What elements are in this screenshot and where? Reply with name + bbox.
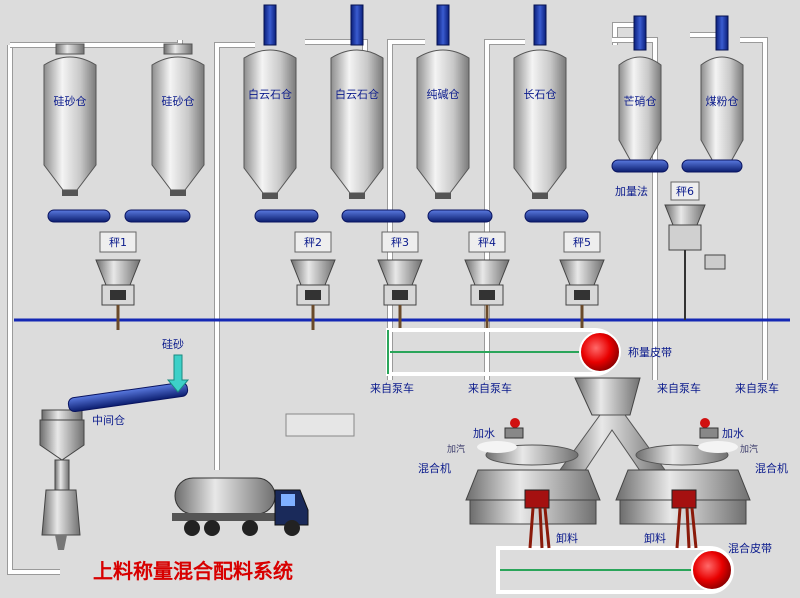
intermediate-bin-label: 中间仓 xyxy=(92,413,125,427)
silo-label: 煤粉仓 xyxy=(706,94,739,108)
screw-feeder-6 xyxy=(524,209,589,223)
scale-3: 秤3 xyxy=(377,231,423,330)
tanker-truck xyxy=(172,477,309,536)
silo-1: 硅砂仓 xyxy=(43,43,97,196)
diagram-title: 上料称量混合配料系统 xyxy=(93,559,293,583)
silo-8: 煤粉仓 xyxy=(700,15,744,171)
dust-filter-icon xyxy=(263,4,277,46)
scale-label: 秤4 xyxy=(478,236,496,249)
screw-feeder-3 xyxy=(254,209,319,223)
dust-filter-icon xyxy=(715,15,729,51)
mixer-right xyxy=(615,444,751,549)
silo-label: 白云石仓 xyxy=(248,87,292,101)
scale-label: 秤3 xyxy=(391,236,409,249)
distribution-hopper xyxy=(559,377,666,479)
water-valve-right-icon xyxy=(698,418,738,453)
weighing-belt xyxy=(386,328,621,376)
scale-label: 秤5 xyxy=(573,236,591,249)
mixer-left xyxy=(465,444,601,549)
silo-label: 纯碱仓 xyxy=(427,87,460,101)
add-water-label-left: 加水 xyxy=(473,427,495,440)
dust-filter-icon xyxy=(350,4,364,46)
silo-4: 白云石仓 xyxy=(330,4,384,199)
mixing-belt-label: 混合皮带 xyxy=(728,541,772,555)
weighing-belt-label: 称量皮带 xyxy=(628,345,672,359)
silo-2: 硅砂仓 xyxy=(151,43,205,196)
additive-method-label: 加量法 xyxy=(615,184,648,198)
mixing-belt xyxy=(496,546,734,594)
water-valve-left-icon xyxy=(477,418,524,453)
from-pump-truck-label-1: 来自泵车 xyxy=(370,381,414,395)
screw-feeder-8 xyxy=(681,159,743,173)
screw-feeder-2 xyxy=(124,209,191,223)
from-pump-truck-label-4: 来自泵车 xyxy=(735,381,779,395)
silo-label: 白云石仓 xyxy=(335,87,379,101)
dust-filter-icon xyxy=(436,4,450,46)
add-water-label-right: 加水 xyxy=(722,427,744,440)
scale-label: 秤1 xyxy=(109,236,127,249)
mixer-label-left: 混合机 xyxy=(418,461,451,475)
silo-6: 长石仓 xyxy=(513,4,567,199)
mixer-label-right: 混合机 xyxy=(755,461,788,475)
silo-cap-icon xyxy=(55,43,85,55)
silica-sand-label: 硅砂 xyxy=(162,338,184,351)
from-pump-truck-label-2: 来自泵车 xyxy=(468,381,512,395)
silo-label: 芒硝仓 xyxy=(624,94,657,108)
scale-2: 秤2 xyxy=(290,231,336,330)
discharge-label-left: 卸料 xyxy=(556,531,578,545)
scale-1: 秤1 xyxy=(95,231,141,330)
silo-label: 长石仓 xyxy=(524,87,557,101)
control-panel-button[interactable] xyxy=(285,413,355,437)
dust-filter-icon xyxy=(633,15,647,51)
scale-6: 秤6 加量法 xyxy=(615,181,726,320)
screw-feeder-1 xyxy=(47,209,111,223)
discharge-label-right: 卸料 xyxy=(644,531,666,545)
add-gas-label-left: 加汽 xyxy=(447,443,465,455)
scale-4: 秤4 xyxy=(464,231,510,330)
silo-5: 纯碱仓 xyxy=(416,4,470,199)
dust-filter-icon xyxy=(533,4,547,46)
intermediate-bin xyxy=(39,354,190,550)
screw-feeder-7 xyxy=(611,159,669,173)
scale-label: 秤6 xyxy=(676,185,694,198)
silo-cap-icon xyxy=(163,43,193,55)
silo-3: 白云石仓 xyxy=(243,4,297,199)
silo-label: 硅砂仓 xyxy=(54,94,87,108)
scale-label: 秤2 xyxy=(304,236,322,249)
from-pump-truck-label-3: 来自泵车 xyxy=(657,381,701,395)
add-gas-label-right: 加汽 xyxy=(740,443,758,455)
scale-5: 秤5 xyxy=(559,231,605,330)
screw-feeder-5 xyxy=(427,209,493,223)
silo-7: 芒硝仓 xyxy=(618,15,662,171)
silo-label: 硅砂仓 xyxy=(162,94,195,108)
screw-feeder-4 xyxy=(341,209,406,223)
